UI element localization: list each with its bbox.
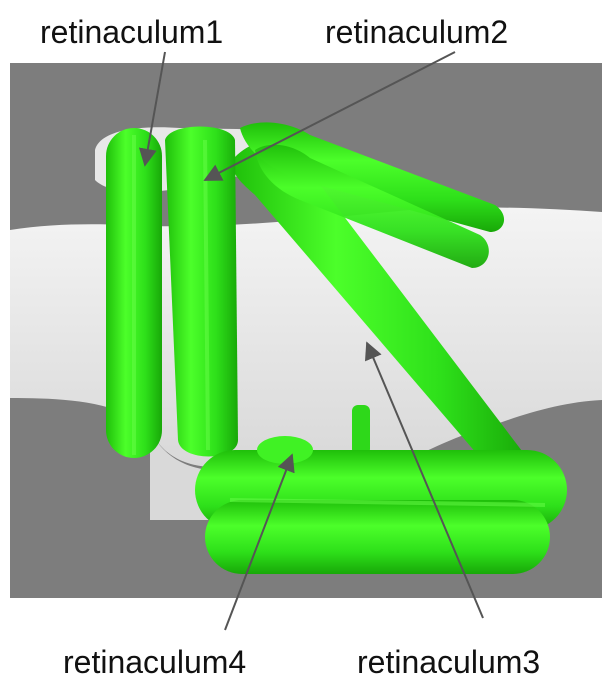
label-retinaculum4: retinaculum4 <box>63 646 246 678</box>
label-retinaculum1: retinaculum1 <box>40 16 223 48</box>
label-retinaculum2: retinaculum2 <box>325 16 508 48</box>
label-retinaculum3: retinaculum3 <box>357 646 540 678</box>
retinaculum4-shape <box>195 436 567 574</box>
retinaculum1-shape <box>106 128 162 458</box>
